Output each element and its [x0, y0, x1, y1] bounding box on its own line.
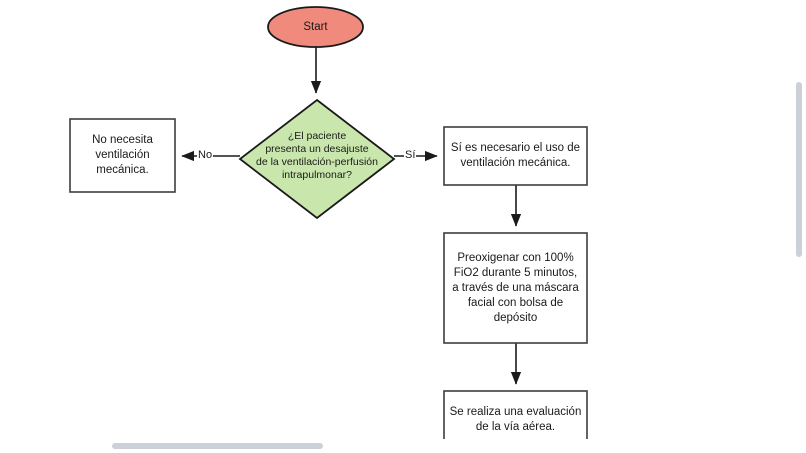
horizontal-scrollbar[interactable] [0, 439, 806, 453]
edge-label-no: No [197, 149, 214, 162]
node-start[interactable] [267, 6, 364, 48]
node-decision[interactable] [238, 98, 396, 220]
node-si-vent[interactable] [443, 126, 588, 186]
vertical-scrollbar[interactable] [792, 0, 806, 453]
edge-label-si: Sí [404, 149, 417, 162]
horizontal-scrollbar-thumb[interactable] [112, 443, 323, 449]
node-preoxigenar[interactable] [443, 232, 588, 344]
node-no-vent[interactable] [69, 118, 176, 193]
vertical-scrollbar-thumb[interactable] [796, 82, 802, 257]
